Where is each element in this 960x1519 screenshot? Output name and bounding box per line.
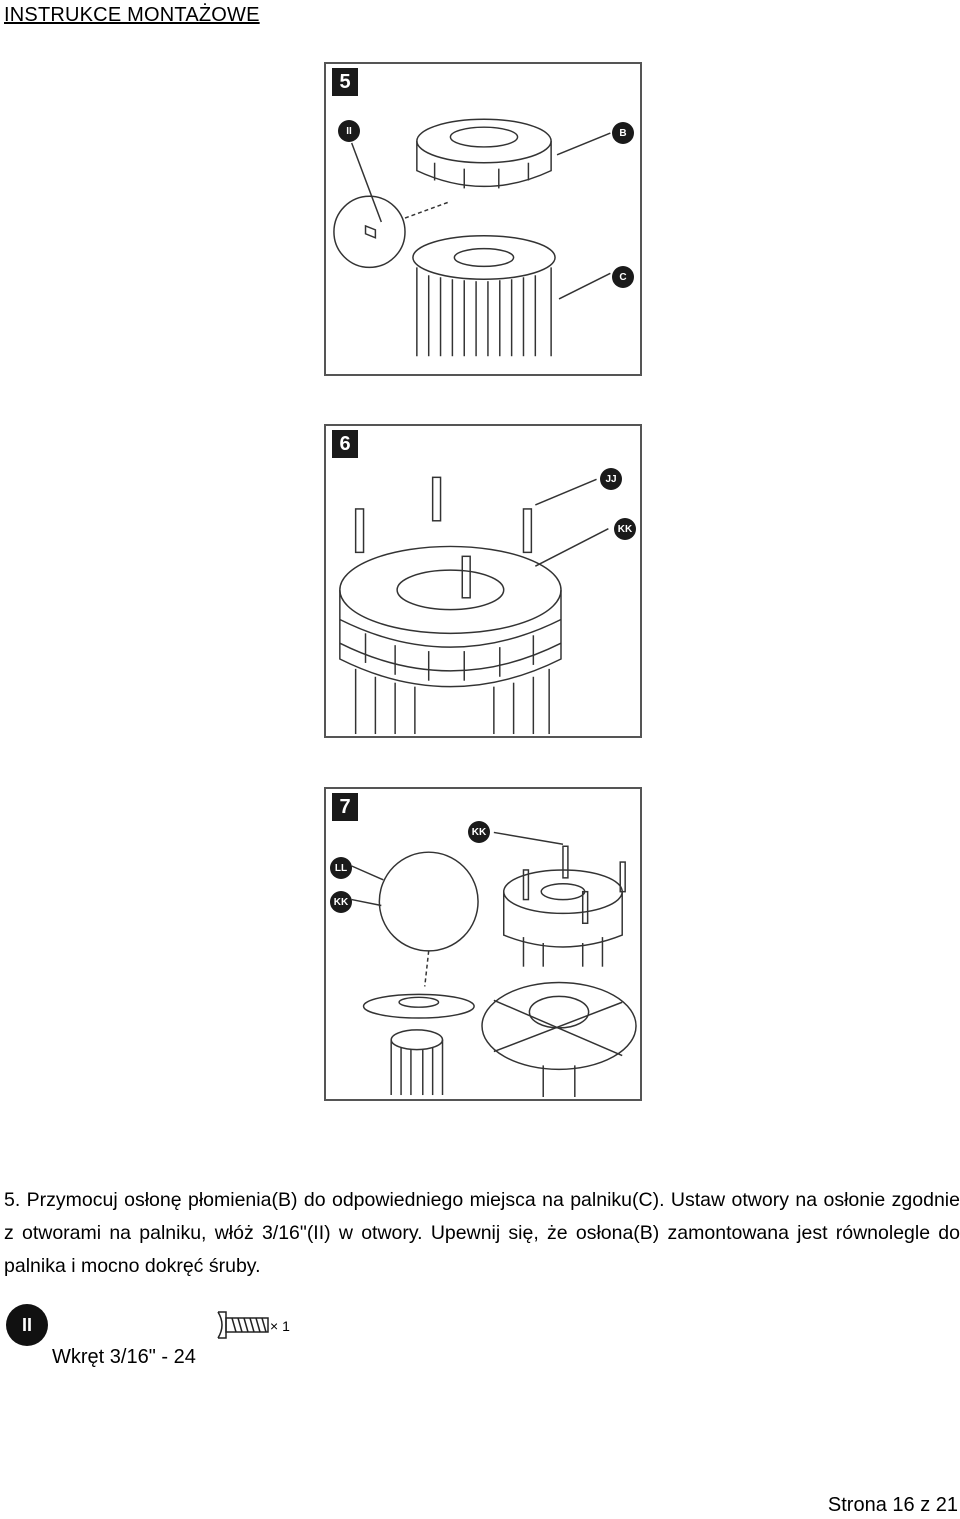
page-number: Strona 16 z 21 [827, 1494, 958, 1516]
callout-kk-top: KK [468, 821, 490, 843]
figure-step-7: 7 KK LL KK [324, 787, 642, 1101]
step-badge: 7 [332, 793, 358, 821]
figure-step-5: 5 II B C [324, 62, 642, 376]
figure-7-drawing [351, 831, 637, 1098]
part-label: Wkręt 3/16" - 24 [52, 1346, 196, 1368]
callout-jj: JJ [600, 468, 622, 490]
callout-c: C [612, 266, 634, 288]
figure-5-drawing [333, 118, 611, 357]
part-ii-icon: II [6, 1304, 48, 1346]
part-quantity: × 1 [270, 1318, 290, 1334]
page-header: INSTRUKCE MONTAŻOWE [4, 4, 260, 26]
callout-ll: LL [330, 857, 352, 879]
step-badge: 6 [332, 430, 358, 458]
step-badge: 5 [332, 68, 358, 96]
figure-step-6: 6 JJ KK [324, 424, 642, 738]
callout-b: B [612, 122, 634, 144]
step-5-instructions: 5. Przymocuj osłonę płomienia(B) do odpo… [4, 1189, 960, 1277]
callout-ii: II [338, 120, 360, 142]
callout-kk-left: KK [330, 891, 352, 913]
figure-6-drawing [339, 476, 609, 735]
screw-icon [217, 1311, 269, 1339]
callout-kk: KK [614, 518, 636, 540]
